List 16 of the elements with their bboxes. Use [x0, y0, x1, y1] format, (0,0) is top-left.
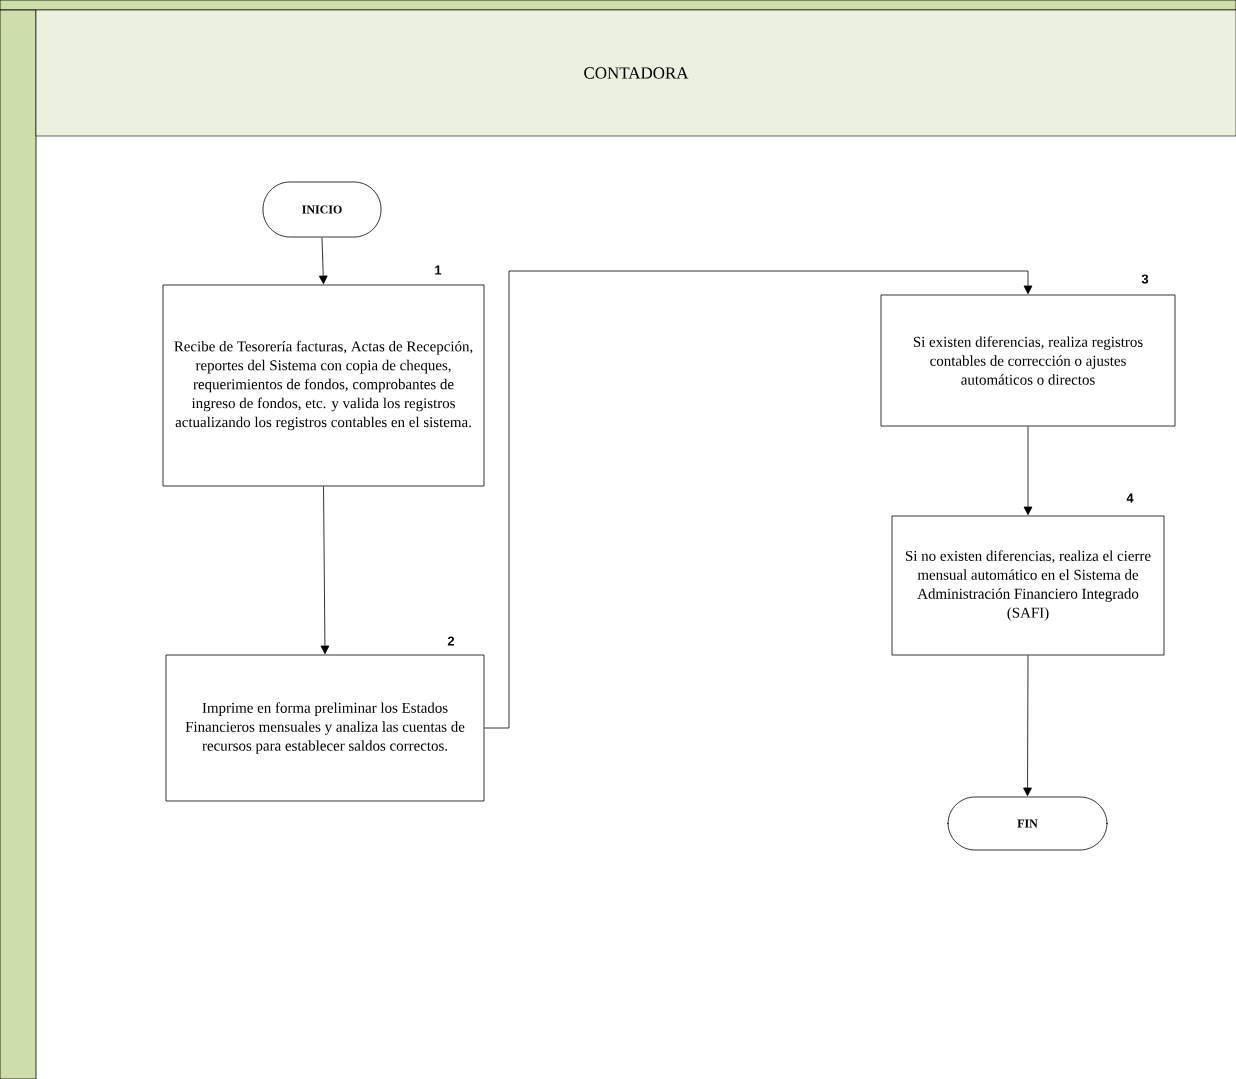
arrow: [484, 270, 1033, 729]
step-number: 1: [435, 265, 442, 275]
terminator: INICIO: [262, 181, 382, 238]
process-box: Si existen diferencias, realiza registros contables de corrección o ajustes automáticos o directos: [880, 294, 1176, 427]
process-box: Si no existen diferencias, realiza el cierre mensual automático en el Sistema de Administración Financiero Integrado (SAFI): [891, 515, 1165, 656]
step-number: 4: [1126, 493, 1134, 503]
lane-header: CONTADORA: [35, 9, 1236, 137]
arrow: [318, 237, 328, 285]
step-number: 2: [447, 636, 455, 646]
arrow: [320, 486, 330, 655]
arrow: [1023, 655, 1032, 797]
step-number: 3: [1141, 274, 1149, 284]
process-box: Recibe de Tesorería facturas, Actas de Recepción, reportes del Sistema con copia de cheques, requerimientos de fondos, comprobantes de ingreso de fondos, etc. y valida los registros actualizando los registros contables en el sistema.: [162, 284, 485, 487]
process-box: Imprime en forma preliminar los Estados Financieros mensuales y analiza las cuentas de recursos para establecer saldos correctos.: [165, 654, 485, 802]
arrow: [1023, 426, 1033, 516]
terminator: FIN: [947, 796, 1108, 851]
